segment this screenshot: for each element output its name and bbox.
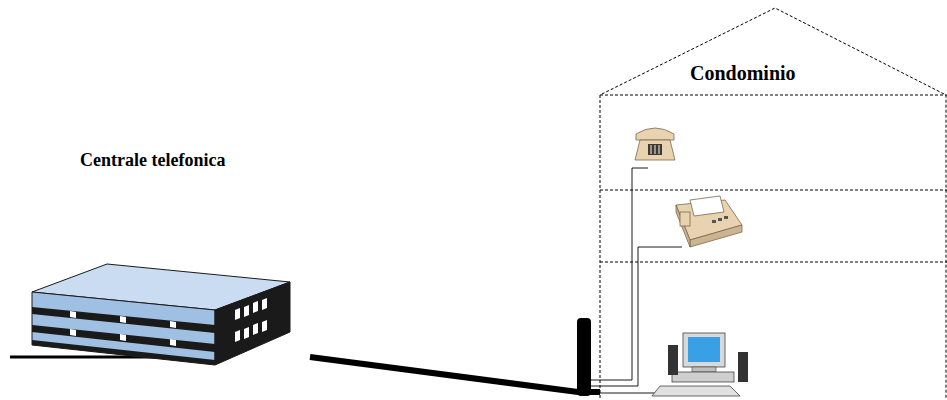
distribution-box [577,318,591,396]
exchange-building [32,264,290,365]
fax-icon [676,196,742,247]
cable-line [310,357,600,392]
exchange-node: Centrale telefonica [20,150,310,365]
telephone-icon [635,128,675,160]
node-label: Centrale telefonica [80,150,225,171]
building-node: Condominio [600,8,947,398]
internal-wiring [591,168,682,393]
node-label: Condominio [690,62,796,85]
computer-icon [652,333,748,396]
